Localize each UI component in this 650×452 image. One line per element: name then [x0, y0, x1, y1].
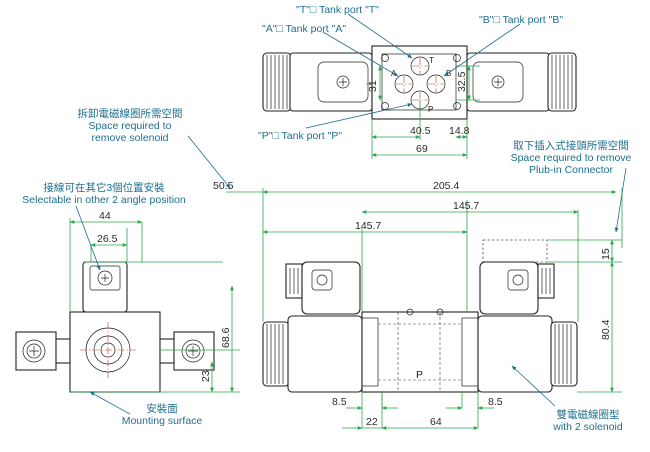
port-b-hole [426, 74, 446, 94]
dim-44: 44 [99, 210, 111, 222]
dim-68-6: 68.6 [220, 327, 232, 348]
top-view: T A B P 40.5 14.8 69 31 32.5 [262, 13, 577, 159]
front-right-knurled-nut [550, 321, 578, 387]
dim-14-8: 14.8 [449, 125, 470, 137]
dim-69: 69 [416, 143, 428, 155]
dim-22: 22 [366, 416, 378, 428]
dim-205-4: 205.4 [433, 180, 459, 192]
label-plugin-cn: 取下插入式接頭所需空間 [513, 140, 629, 152]
label-two-solenoid: 雙電磁線圈型 with 2 solenoid [534, 409, 642, 433]
label-remove-solenoid-cn: 拆卸電磁線圈所需空間 [77, 108, 183, 120]
label-remove-solenoid-en-1: Space required to [88, 120, 172, 132]
front-right-coil [477, 315, 553, 393]
dim-80-4: 80.4 [600, 319, 612, 340]
dim-145-7-lower: 145.7 [355, 220, 381, 232]
label-plugin-connector: 取下插入式接頭所需空間 Space required to remove Plu… [494, 140, 648, 176]
side-connector [82, 261, 128, 313]
dim-32-5: 32.5 [456, 71, 468, 92]
label-remove-solenoid: 拆卸電磁線圈所需空間 Space required to remove sole… [60, 108, 200, 144]
label-port-b: "B"□ Tank port "B" [479, 14, 564, 26]
label-remove-solenoid-en-2: remove solenoid [91, 132, 169, 144]
front-p-letter: P [416, 369, 423, 381]
label-port-a: "A"□ Tank port "A" [262, 23, 347, 35]
dim-64: 64 [430, 416, 442, 428]
label-port-t: "T"□ Tank port "T" [296, 4, 379, 16]
dim-23: 23 [200, 370, 212, 382]
dim-26-5: 26.5 [97, 233, 118, 245]
port-t-letter: T [429, 56, 434, 65]
label-mounting-cn: 安裝面 [146, 403, 178, 415]
top-right-knurled-nut [547, 52, 577, 112]
top-valve-body [371, 45, 468, 120]
label-angle-position: 接線可在其它3個位置安裝 Selectable in other 2 angle… [4, 182, 204, 206]
dim-8-5-right: 8.5 [488, 396, 503, 408]
label-plugin-en-2: Plub-in Connector [528, 164, 614, 176]
port-p-letter: P [428, 105, 433, 114]
plugin-removal-space [482, 239, 548, 263]
dim-50-5: 50.5 [213, 180, 234, 192]
front-left-coil [287, 315, 363, 393]
port-b-letter: B [446, 69, 451, 78]
label-mounting-en: Mounting surface [121, 415, 203, 427]
dim-8-5-left: 8.5 [332, 396, 347, 408]
label-mounting-surface: 安裝面 Mounting surface [104, 403, 220, 427]
label-port-p: "P"□ Tank port "P" [258, 130, 343, 142]
label-two-solenoid-en: with 2 solenoid [553, 421, 623, 433]
label-angle-cn: 接線可在其它3個位置安裝 [43, 182, 165, 194]
front-view: P 205.4 145.7 145.7 50.5 15 80.4 8.5 8.5… [187, 135, 627, 430]
dim-40-5: 40.5 [410, 125, 431, 137]
dim-145-7-upper: 145.7 [453, 200, 479, 212]
dim-31: 31 [367, 80, 379, 92]
dim-15: 15 [600, 248, 612, 260]
port-t-hole [410, 56, 430, 76]
label-angle-en: Selectable in other 2 angle position [22, 194, 186, 206]
label-two-solenoid-cn: 雙電磁線圈型 [556, 409, 620, 421]
port-a-hole [394, 74, 414, 94]
label-plugin-en-1: Space required to remove [510, 152, 632, 164]
front-left-connector [301, 261, 361, 315]
front-right-connector [479, 261, 539, 315]
side-view: 44 26.5 68.6 23 [15, 205, 240, 415]
